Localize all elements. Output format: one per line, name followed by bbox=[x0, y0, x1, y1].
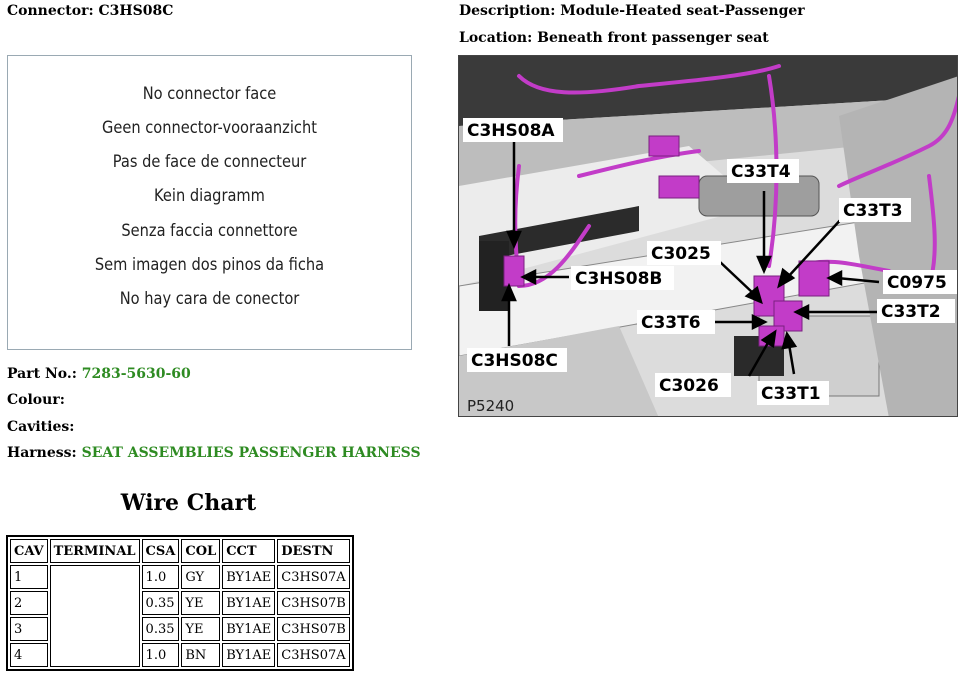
connector-face-panel: No connector face Geen connector-vooraan… bbox=[7, 55, 412, 350]
header-csa: CSA bbox=[141, 539, 180, 563]
header-cct: CCT bbox=[222, 539, 276, 563]
cell-terminal bbox=[49, 565, 140, 667]
callout-c33t6: C33T6 bbox=[641, 313, 701, 333]
cell-cct: BY1AE bbox=[222, 591, 276, 615]
cell-col: YE bbox=[181, 617, 221, 641]
cell-cav: 3 bbox=[10, 617, 48, 641]
table-row: 3 0.35 YE BY1AE C3HS07B bbox=[10, 617, 350, 641]
callout-c33t4: C33T4 bbox=[731, 162, 791, 182]
cell-destn: C3HS07B bbox=[277, 617, 350, 641]
callout-c3025: C3025 bbox=[651, 244, 711, 264]
cell-cct: BY1AE bbox=[222, 617, 276, 641]
callout-c0975: C0975 bbox=[887, 273, 947, 293]
cell-col: YE bbox=[181, 591, 221, 615]
location-photo: C3HS08A C3HS08B C3HS08C C33T4 C33T3 C302… bbox=[458, 55, 958, 417]
part-no-label: Part No.: bbox=[7, 366, 77, 382]
callout-c3hs08c: C3HS08C bbox=[471, 351, 558, 371]
cell-destn: C3HS07A bbox=[277, 643, 350, 667]
cell-cav: 1 bbox=[10, 565, 48, 589]
description-label: Description: Module-Heated seat-Passenge… bbox=[459, 3, 805, 19]
table-row: 4 1.0 BN BY1AE C3HS07A bbox=[10, 643, 350, 667]
header-terminal: TERMINAL bbox=[49, 539, 140, 563]
callout-c3hs08b: C3HS08B bbox=[575, 269, 662, 289]
callout-c33t1: C33T1 bbox=[761, 384, 821, 404]
cavities-label: Cavities: bbox=[7, 419, 75, 435]
cell-cct: BY1AE bbox=[222, 643, 276, 667]
face-line-nl: Geen connector-vooraanzicht bbox=[102, 118, 317, 138]
figure-id: P5240 bbox=[467, 397, 514, 415]
callout-c33t2: C33T2 bbox=[881, 302, 941, 322]
wire-chart-table: CAV TERMINAL CSA COL CCT DESTN 1 1.0 GY … bbox=[6, 535, 354, 671]
harness-value: SEAT ASSEMBLIES PASSENGER HARNESS bbox=[81, 445, 421, 461]
table-row: 2 0.35 YE BY1AE C3HS07B bbox=[10, 591, 350, 615]
face-line-it: Senza faccia connettore bbox=[121, 221, 298, 241]
location-illustration: C3HS08A C3HS08B C3HS08C C33T4 C33T3 C302… bbox=[459, 56, 957, 416]
harness-row: Harness: SEAT ASSEMBLIES PASSENGER HARNE… bbox=[7, 445, 421, 461]
connector-label: Connector: C3HS08C bbox=[7, 3, 174, 19]
cell-col: BN bbox=[181, 643, 221, 667]
cell-csa: 1.0 bbox=[141, 643, 180, 667]
location-label: Location: Beneath front passenger seat bbox=[459, 30, 769, 46]
wire-chart-title: Wire Chart bbox=[120, 490, 257, 516]
cell-cav: 4 bbox=[10, 643, 48, 667]
callout-c3hs08a: C3HS08A bbox=[467, 121, 555, 141]
face-line-es: No hay cara de conector bbox=[119, 289, 300, 309]
header-col: COL bbox=[181, 539, 221, 563]
face-line-fr: Pas de face de connecteur bbox=[112, 152, 307, 172]
cell-csa: 0.35 bbox=[141, 591, 180, 615]
harness-label: Harness: bbox=[7, 445, 77, 461]
part-no-value: 7283-5630-60 bbox=[81, 366, 191, 382]
face-line-pt: Sem imagen dos pinos da ficha bbox=[94, 255, 325, 275]
cell-destn: C3HS07A bbox=[277, 565, 350, 589]
cell-csa: 1.0 bbox=[141, 565, 180, 589]
header-destn: DESTN bbox=[277, 539, 350, 563]
face-line-en: No connector face bbox=[142, 84, 277, 104]
cell-csa: 0.35 bbox=[141, 617, 180, 641]
callout-c33t3: C33T3 bbox=[843, 201, 903, 221]
colour-label: Colour: bbox=[7, 392, 65, 408]
part-no-row: Part No.: 7283-5630-60 bbox=[7, 366, 191, 382]
table-row: 1 1.0 GY BY1AE C3HS07A bbox=[10, 565, 350, 667]
table-header-row: CAV TERMINAL CSA COL CCT DESTN bbox=[10, 539, 350, 563]
cell-col: GY bbox=[181, 565, 221, 589]
cell-destn: C3HS07B bbox=[277, 591, 350, 615]
cell-cav: 2 bbox=[10, 591, 48, 615]
cell-cct: BY1AE bbox=[222, 565, 276, 589]
face-line-de: Kein diagramm bbox=[154, 186, 265, 206]
callout-c3026: C3026 bbox=[659, 376, 719, 396]
header-cav: CAV bbox=[10, 539, 48, 563]
